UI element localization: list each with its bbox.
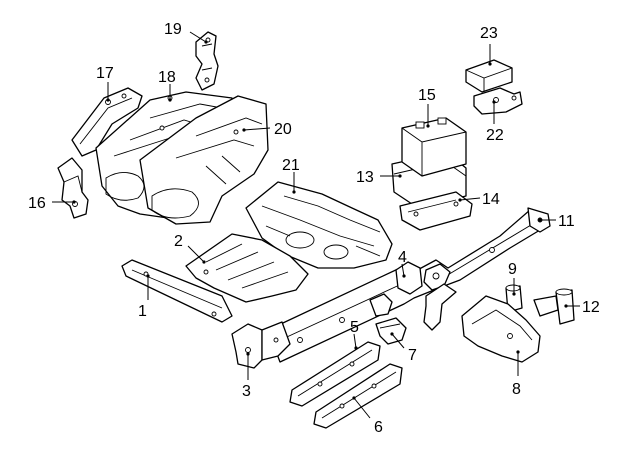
callout-20: 20 (274, 121, 292, 138)
callout-16: 16 (28, 195, 46, 212)
part-15 (401, 117, 467, 177)
part-3 (231, 321, 291, 369)
callout-14: 14 (482, 191, 500, 208)
part-6 (313, 363, 403, 429)
part-20 (139, 95, 269, 225)
callout-6: 6 (374, 419, 383, 436)
callout-8: 8 (512, 381, 521, 398)
part-17 (71, 87, 143, 157)
part-8 (461, 295, 541, 363)
callout-3: 3 (242, 383, 251, 400)
callout-1: 1 (138, 303, 147, 320)
callout-2: 2 (174, 233, 183, 250)
callout-9: 9 (508, 261, 517, 278)
callout-11: 11 (558, 213, 575, 230)
callout-5: 5 (350, 319, 359, 336)
curved-pipe (423, 283, 457, 331)
part-7 (369, 293, 407, 345)
part-19 (195, 31, 219, 91)
callout-4: 4 (398, 249, 407, 266)
leader-lines (52, 31, 580, 419)
part-16 (57, 157, 89, 219)
callout-22: 22 (486, 127, 504, 144)
callout-15: 15 (418, 87, 436, 104)
callout-21: 21 (282, 157, 300, 174)
callout-18: 18 (158, 69, 176, 86)
part-2 (185, 233, 309, 303)
part-5 (289, 341, 381, 407)
callout-17: 17 (96, 65, 114, 82)
part-23 (465, 59, 513, 93)
part-22 (473, 87, 523, 115)
callout-19: 19 (164, 21, 182, 38)
callout-7: 7 (408, 347, 417, 364)
callout-23: 23 (480, 25, 498, 42)
part-14 (399, 191, 473, 231)
callout-13: 13 (356, 169, 374, 186)
callout-12: 12 (582, 299, 600, 316)
